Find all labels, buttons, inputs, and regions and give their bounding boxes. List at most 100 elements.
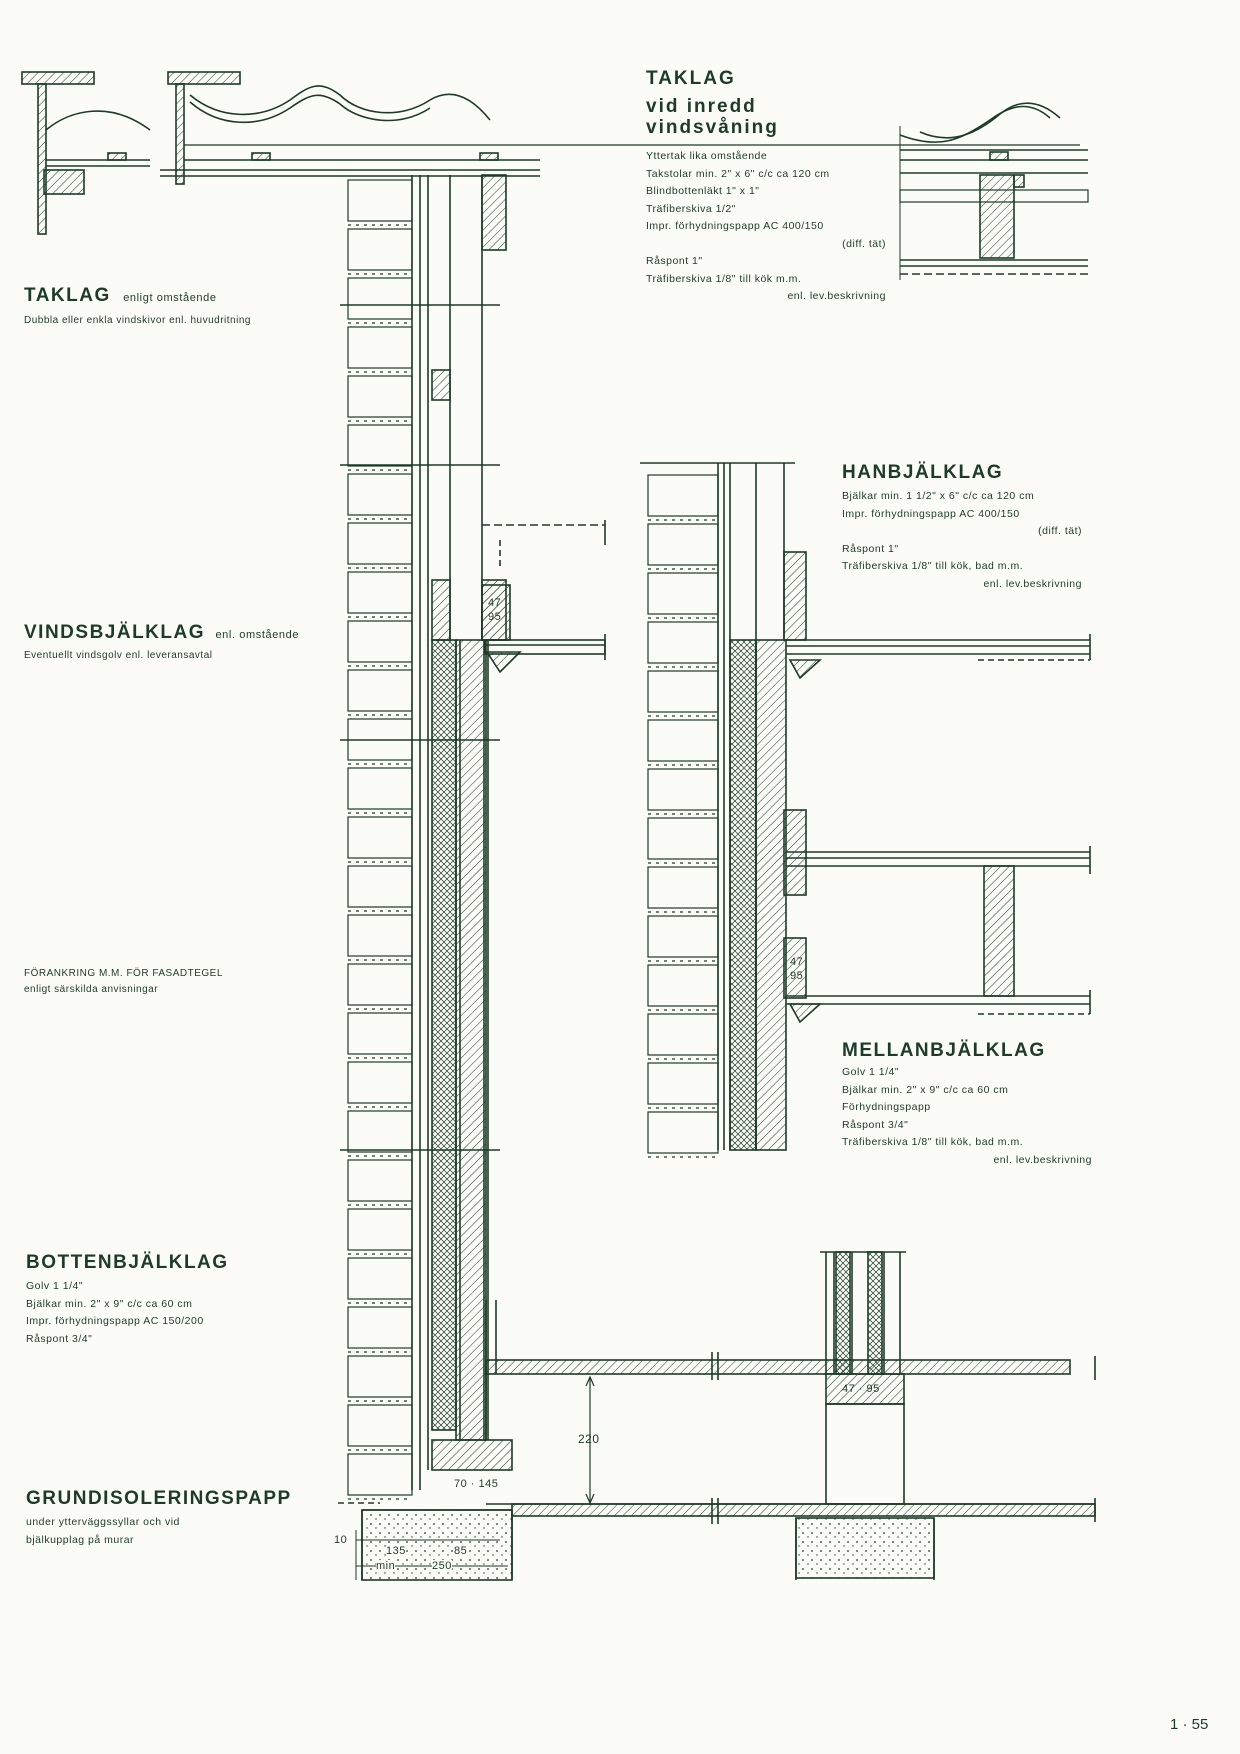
eaves-detail — [21, 71, 1080, 235]
dim-95: 95 — [790, 970, 804, 982]
brick-course — [347, 669, 413, 712]
dim-47: 47 — [488, 597, 502, 609]
spec-line: Yttertak lika omstående — [646, 150, 768, 162]
dim-47-95-pier: 47 · 95 — [842, 1383, 880, 1395]
brick-course — [347, 1110, 413, 1153]
taklag-heading: TAKLAG enligt omstående — [24, 285, 217, 307]
brick-course — [347, 1208, 413, 1251]
dim-47-95-upper: 47 95 — [488, 596, 501, 624]
brick-course — [347, 1355, 413, 1398]
hanbjalklag-specs: Bjälkar min. 1 1/2" x 6" c/c ca 120 cm I… — [842, 488, 1082, 593]
dim-135: 135 — [386, 1545, 406, 1557]
brick-course — [347, 522, 413, 565]
brick-course — [647, 1013, 719, 1056]
brick-course — [647, 964, 719, 1007]
taklag-inredd-title-3: vindsvåning — [646, 117, 779, 138]
brick-course — [347, 1159, 413, 1202]
dim-10: 10 — [334, 1534, 348, 1546]
brick-course — [347, 571, 413, 614]
spec-line: bjälkupplag på murar — [26, 1533, 135, 1546]
bottenbjalklag-specs: Golv 1 1/4" Bjälkar min. 2" x 9" c/c ca … — [26, 1278, 266, 1348]
dim-47-95-mid: 47 95 — [790, 955, 803, 983]
brick-course — [647, 1062, 719, 1105]
forankring-line2: enligt särskilda anvisningar — [24, 984, 159, 995]
spec-line: Blindbottenläkt 1" x 1" — [646, 185, 760, 197]
brick-course — [647, 621, 719, 664]
spec-line: Impr. förhydningspapp AC 150/200 — [26, 1315, 204, 1327]
dim-95: 95 — [488, 611, 502, 623]
grundisolering-title: GRUNDISOLERINGSPAPP — [26, 1488, 292, 1509]
spec-line: Träfiberskiva 1/8" till kök m.m. — [646, 272, 802, 285]
brick-course — [647, 915, 719, 958]
spec-line: under ytterväggssyllar och vid — [26, 1516, 180, 1528]
brick-course — [647, 719, 719, 762]
mellanbjalklag-specs: Golv 1 1/4" Bjälkar min. 2" x 9" c/c ca … — [842, 1064, 1092, 1169]
attic-roof-detail — [899, 102, 1089, 280]
brick-course — [647, 768, 719, 811]
spec-line: Råspont 3/4" — [26, 1332, 93, 1345]
brick-course — [647, 817, 719, 860]
spec-line: Träfiberskiva 1/2" — [646, 202, 736, 215]
spec-line: (diff. tät) — [842, 237, 886, 250]
taklag-inredd-title-2: vid inredd — [646, 96, 757, 117]
spec-line: Råspont 1" — [646, 255, 703, 267]
page-number: 1 · 55 — [1170, 1716, 1209, 1733]
brick-course — [347, 1257, 413, 1300]
main-wall — [340, 174, 606, 1500]
vindsbjalklag-title: VINDSBJÄLKLAG — [24, 622, 206, 643]
spec-line: Råspont 3/4" — [842, 1118, 909, 1131]
upper-wall-section — [640, 462, 1091, 1158]
brick-course — [647, 523, 719, 566]
brick-course — [347, 1453, 413, 1496]
brick-course — [347, 816, 413, 859]
brick-course — [647, 866, 719, 909]
brick-course — [347, 1061, 413, 1104]
taklag-inredd-title-1: TAKLAG — [646, 68, 736, 89]
dim-70-145: 70 · 145 — [454, 1478, 499, 1490]
dim-250: 250 — [432, 1560, 452, 1572]
brick-course — [347, 473, 413, 516]
dim-min: min — [376, 1560, 396, 1572]
brick-course — [347, 914, 413, 957]
brick-course — [347, 179, 413, 222]
brick-course — [347, 326, 413, 369]
brick-course — [647, 1111, 719, 1154]
spec-line: Bjälkar min. 2" x 9" c/c ca 60 cm — [842, 1083, 1009, 1096]
brick-course — [647, 474, 719, 517]
spec-line: Träfiberskiva 1/8" till kök, bad m.m. — [842, 1136, 1024, 1148]
spec-line: (diff. tät) — [1038, 525, 1082, 537]
spec-line: Bjälkar min. 2" x 9" c/c ca 60 cm — [26, 1297, 193, 1310]
dim-85: 85 — [454, 1545, 468, 1557]
brick-course — [347, 963, 413, 1006]
brick-course — [347, 1012, 413, 1055]
brick-course — [347, 424, 413, 467]
spec-line: Råspont 1" — [842, 542, 899, 555]
grundisolering-specs: under ytterväggssyllar och vid bjälkuppl… — [26, 1514, 266, 1549]
forankring-line1: FÖRANKRING M.M. FÖR FASADTEGEL — [24, 968, 223, 979]
brick-course — [347, 375, 413, 418]
spec-line: enl. lev.beskrivning — [993, 1153, 1092, 1166]
dim-220: 220 — [578, 1432, 600, 1446]
brick-course — [647, 572, 719, 615]
foundation-detail — [338, 1251, 1096, 1581]
spec-line: Impr. förhydningspapp AC 400/150 — [842, 507, 1020, 520]
taklag-title: TAKLAG — [24, 285, 111, 306]
spec-line: enl. lev.beskrivning — [787, 290, 886, 302]
hanbjalklag-title: HANBJÄLKLAG — [842, 462, 1004, 483]
spec-line: enl. lev.beskrivning — [983, 577, 1082, 590]
bottenbjalklag-title: BOTTENBJÄLKLAG — [26, 1252, 229, 1273]
mellanbjalklag-title: MELLANBJÄLKLAG — [842, 1040, 1046, 1061]
brick-course — [347, 1306, 413, 1349]
spec-line: Bjälkar min. 1 1/2" x 6" c/c ca 120 cm — [842, 490, 1035, 502]
spec-line: Impr. förhydningspapp AC 400/150 — [646, 220, 824, 232]
vindsbjalklag-sub: Eventuellt vindsgolv enl. leveransavtal — [24, 650, 213, 661]
brick-course — [347, 620, 413, 663]
dim-47: 47 — [790, 956, 804, 968]
spec-line: Golv 1 1/4" — [26, 1280, 84, 1292]
vindsbjalklag-heading: VINDSBJÄLKLAG enl. omstående — [24, 622, 299, 644]
taklag-title-suffix: enligt omstående — [123, 292, 217, 304]
vindsbjalklag-title-suffix: enl. omstående — [215, 629, 300, 641]
spec-line: Förhydningspapp — [842, 1101, 931, 1113]
spec-line: Takstolar min. 2" x 6" c/c ca 120 cm — [646, 167, 830, 180]
